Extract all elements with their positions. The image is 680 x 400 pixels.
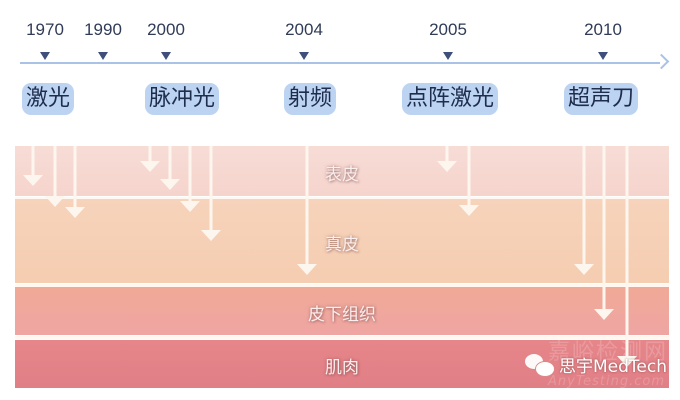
technology-label: 脉冲光 bbox=[144, 83, 220, 115]
watermark-faint-text: 嘉峪检测网 bbox=[548, 340, 669, 365]
timeline-marker-icon bbox=[40, 52, 50, 60]
arrow-head-icon bbox=[23, 175, 43, 186]
penetration-arrow-icon bbox=[148, 146, 152, 162]
arrow-head-icon bbox=[45, 196, 65, 207]
timeline-marker-icon bbox=[299, 52, 309, 60]
penetration-arrow-icon bbox=[582, 146, 586, 265]
skin-layer-label: 皮下组织 bbox=[308, 305, 376, 325]
layer-divider bbox=[15, 197, 669, 200]
penetration-arrow-icon bbox=[188, 146, 192, 202]
layer-divider bbox=[15, 284, 669, 287]
skin-layer-label: 真皮 bbox=[325, 235, 359, 255]
arrow-head-icon bbox=[617, 356, 637, 367]
technology-label: 射频 bbox=[283, 83, 337, 115]
technology-label: 点阵激光 bbox=[401, 83, 499, 115]
arrow-head-icon bbox=[160, 179, 180, 190]
year-label: 2010 bbox=[584, 20, 622, 39]
penetration-arrow-icon bbox=[73, 146, 77, 208]
timeline-axis bbox=[20, 62, 660, 64]
penetration-arrow-icon bbox=[168, 146, 172, 180]
year-label: 1970 bbox=[26, 20, 64, 39]
arrow-head-icon bbox=[297, 264, 317, 275]
penetration-arrow-icon bbox=[445, 146, 449, 162]
arrow-head-icon bbox=[459, 205, 479, 216]
timeline-marker-icon bbox=[161, 52, 171, 60]
timeline-marker-icon bbox=[443, 52, 453, 60]
skin-layer-label: 表皮 bbox=[325, 165, 359, 185]
arrow-head-icon bbox=[437, 161, 457, 172]
year-label: 2000 bbox=[147, 20, 185, 39]
penetration-arrow-icon bbox=[209, 146, 213, 231]
technology-label: 激光 bbox=[21, 83, 75, 115]
arrow-head-icon bbox=[140, 161, 160, 172]
technology-label: 超声刀 bbox=[563, 83, 639, 115]
arrow-head-icon bbox=[65, 207, 85, 218]
penetration-arrow-icon bbox=[602, 146, 606, 310]
penetration-arrow-icon bbox=[625, 146, 629, 357]
arrow-head-icon bbox=[180, 201, 200, 212]
watermark-text: 思宇MedTech bbox=[559, 357, 667, 377]
watermark-faint-subtext: AnyTesting.com bbox=[548, 374, 666, 389]
timeline-marker-icon bbox=[98, 52, 108, 60]
penetration-arrow-icon bbox=[467, 146, 471, 206]
year-label: 2004 bbox=[285, 20, 323, 39]
skin-layer: 肌肉 bbox=[15, 340, 669, 388]
layer-divider bbox=[15, 336, 669, 339]
skin-layer: 表皮 bbox=[15, 146, 669, 196]
year-label: 1990 bbox=[84, 20, 122, 39]
arrow-head-icon bbox=[594, 309, 614, 320]
year-label: 2005 bbox=[429, 20, 467, 39]
watermark: 思宇MedTech bbox=[525, 352, 667, 377]
timeline-marker-icon bbox=[598, 52, 608, 60]
arrow-head-icon bbox=[574, 264, 594, 275]
penetration-arrow-icon bbox=[305, 146, 309, 265]
penetration-arrow-icon bbox=[53, 146, 57, 197]
skin-layer: 皮下组织 bbox=[15, 287, 669, 335]
penetration-arrow-icon bbox=[31, 146, 35, 176]
arrow-head-icon bbox=[201, 230, 221, 241]
skin-layer-label: 肌肉 bbox=[325, 358, 359, 378]
wechat-icon bbox=[525, 353, 555, 377]
skin-layer: 真皮 bbox=[15, 199, 669, 283]
timeline-arrow-head-icon bbox=[653, 53, 670, 70]
